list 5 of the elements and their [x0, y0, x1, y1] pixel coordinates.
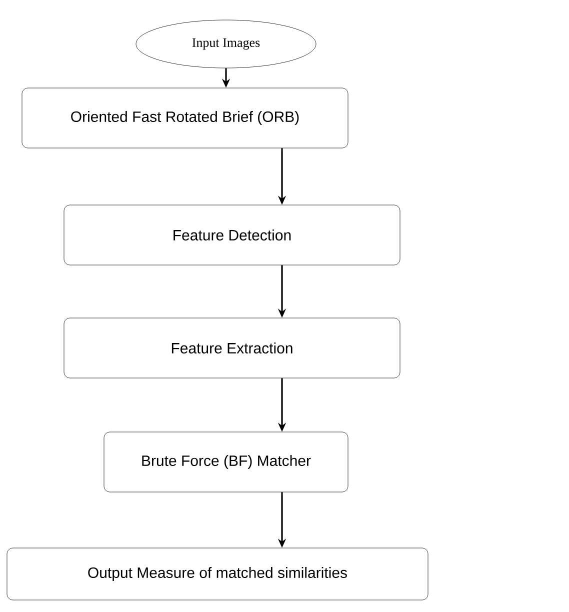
- process-box: Output Measure of matched similarities: [6, 548, 428, 600]
- process-box: Feature Detection: [64, 204, 400, 266]
- process-box: Brute Force (BF) Matcher: [104, 432, 348, 492]
- process-box: Feature Extraction: [64, 318, 400, 378]
- process-box: Oriented Fast Rotated Brief (ORB): [22, 88, 348, 148]
